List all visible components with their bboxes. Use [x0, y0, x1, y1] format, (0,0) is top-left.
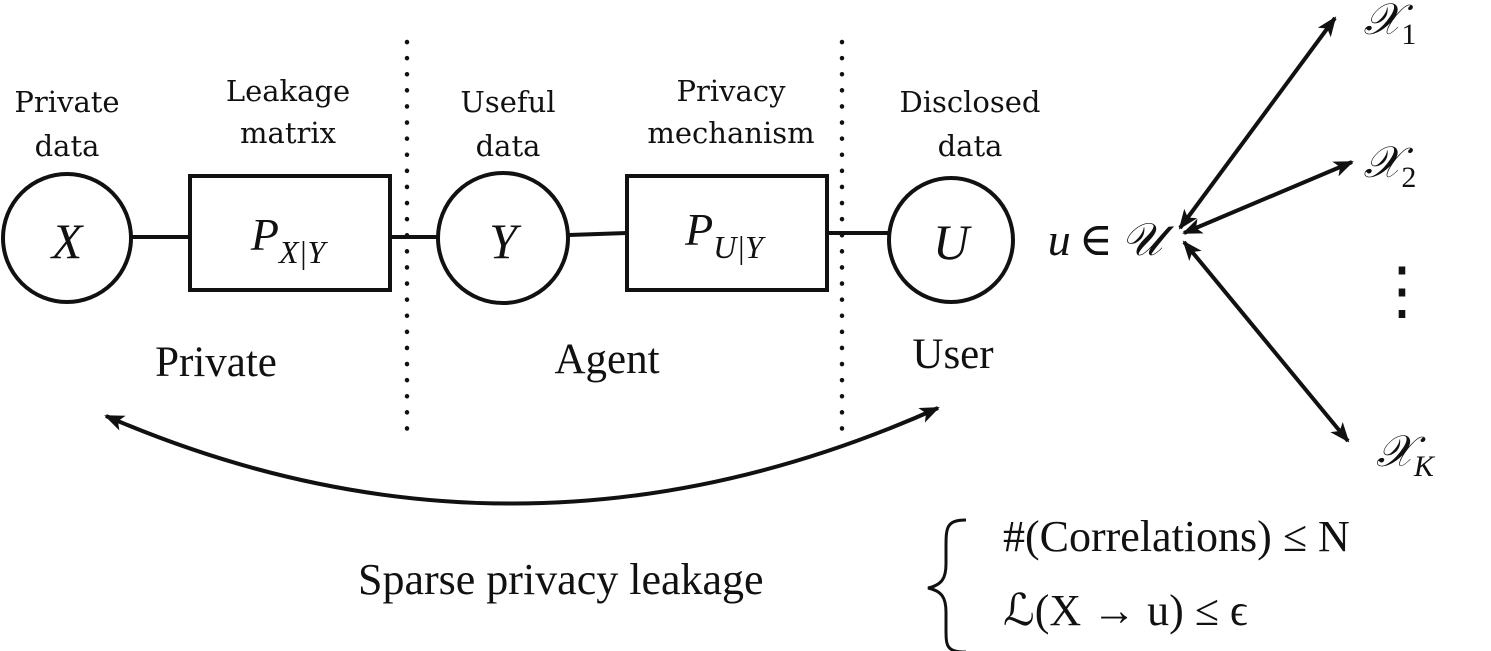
- arrow-hub-target-2: [1182, 160, 1354, 235]
- privacy-mechanism-label-line2: mechanism: [647, 116, 814, 150]
- privacy-mechanism-label-line1: Privacy: [677, 74, 787, 108]
- sparse-leakage-label: Sparse privacy leakage: [358, 555, 764, 604]
- target-2: 𝒳2: [1364, 138, 1417, 194]
- privacy-mechanism-symbol: PU|Y: [684, 204, 766, 265]
- node-x-label-line2: data: [35, 129, 100, 163]
- node-y-label-line2: data: [476, 129, 541, 163]
- vertical-ellipsis: ⋮: [1370, 255, 1434, 326]
- leakage-matrix-symbol: PX|Y: [250, 209, 328, 270]
- hub-label: u∈𝒰: [1048, 214, 1175, 265]
- constraint-brace: [927, 518, 967, 651]
- arrow-hub-target-1: [1178, 16, 1337, 230]
- curved-arrow-private-user: [104, 406, 940, 506]
- region-agent-label: Agent: [554, 336, 659, 383]
- node-x: [1, 172, 133, 304]
- privacy-mechanism-box: [625, 174, 829, 292]
- region-user-label: User: [912, 331, 993, 378]
- node-u-label-line1: Disclosed: [900, 85, 1041, 119]
- constraint-leakage: ℒ(X → u) ≤ ϵ: [1003, 586, 1248, 635]
- region-private-label: Private: [155, 339, 277, 386]
- leakage-matrix-label-line2: matrix: [240, 116, 336, 150]
- node-y: [436, 171, 570, 305]
- node-y-label-line1: Useful: [460, 85, 555, 119]
- node-x-symbol: X: [50, 213, 85, 269]
- target-1: 𝒳1: [1364, 0, 1417, 51]
- node-y-symbol: Y: [489, 213, 522, 269]
- edge-y-mechanism: [568, 231, 628, 237]
- constraint-correlations: #(Correlations) ≤ N: [1003, 512, 1350, 561]
- arrow-hub-target-k: [1182, 240, 1350, 443]
- node-u-label-line2: data: [938, 129, 1003, 163]
- node-x-label-line1: Private: [14, 85, 119, 119]
- leakage-matrix-label-line1: Leakage: [226, 74, 350, 108]
- leakage-matrix-box: [188, 174, 392, 292]
- node-u: [887, 176, 1015, 304]
- target-k: 𝒳K: [1376, 427, 1436, 483]
- node-u-symbol: U: [933, 214, 972, 270]
